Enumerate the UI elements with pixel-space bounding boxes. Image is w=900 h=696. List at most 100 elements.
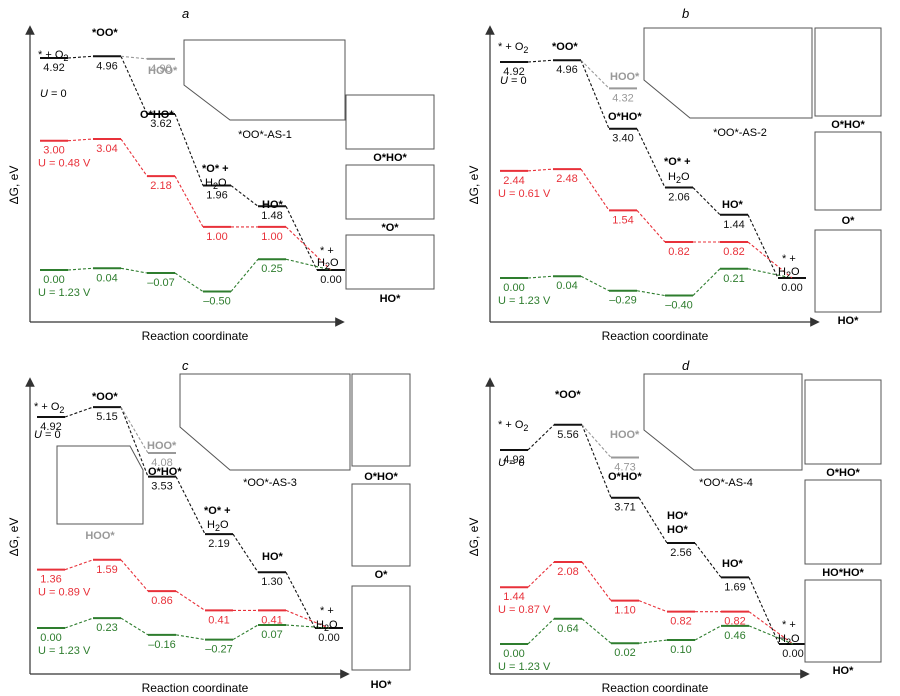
value-label-u2-1: 0.04 (556, 280, 577, 292)
stage-label-oo: *OO* (92, 27, 118, 39)
connector-u1-4 (748, 611, 794, 645)
series-name-u1: U = 0.61 V (498, 188, 551, 200)
connector-u2-3 (694, 625, 722, 641)
stage-label-start: * + O2 (498, 419, 528, 433)
value-label-u2-0: 0.00 (503, 282, 524, 294)
panel-c: c ΔG, eV Reaction coordinate 4.925.153.5… (7, 358, 411, 695)
value-label-u2-0: 0.00 (40, 632, 61, 644)
connector-u1-1 (120, 559, 149, 592)
connector-u0-0 (67, 55, 94, 59)
value-label-u0-1: 5.15 (96, 411, 117, 423)
value-label-u0-5: 0.00 (318, 632, 339, 644)
value-label-u1-2: 1.54 (612, 214, 633, 226)
struct-3-label: HO* (371, 679, 393, 691)
value-label-u2-1: 0.04 (96, 272, 117, 284)
connector-u2-3 (232, 624, 259, 641)
connector-u0-4 (748, 577, 780, 645)
stage-label-hoho-1: HO* (667, 510, 689, 522)
connector-u2-2 (174, 272, 204, 293)
value-label-u1-0: 1.36 (40, 574, 61, 586)
stage-label-oo: *OO* (555, 389, 581, 401)
connector-hoo (120, 55, 148, 60)
stage-label-ohoh: O*HO* (140, 109, 174, 121)
connector-u2-2 (175, 634, 206, 641)
connector-u1-4 (285, 226, 332, 271)
y-axis-label: ΔG, eV (7, 518, 21, 557)
value-label-hoo: 4.90 (150, 63, 171, 75)
connector-u0-3 (694, 542, 722, 578)
connector-u2-3 (230, 258, 259, 292)
series-name-u1: U = 0.87 V (498, 604, 551, 616)
struct-2-label: HO*HO* (822, 567, 864, 579)
stage-label-start: * + O2 (34, 401, 64, 415)
connector-u1-1 (581, 561, 612, 601)
stage-label-o: *O* + (664, 156, 691, 168)
panel-letter: b (682, 6, 689, 21)
value-label-u1-3: 1.00 (206, 231, 227, 243)
value-label-u0-3: 2.19 (208, 538, 229, 550)
value-label-u1-2: 1.10 (614, 605, 635, 617)
value-label-u2-4: 0.25 (261, 263, 282, 275)
value-label-u2-4: 0.46 (724, 630, 745, 642)
value-label-u0-5: 0.00 (781, 282, 802, 294)
connector-u2-0 (527, 618, 555, 645)
value-label-u1-1: 2.48 (556, 173, 577, 185)
value-label-u0-4: 1.44 (723, 219, 744, 231)
struct-1-label: O*HO* (826, 467, 860, 479)
value-label-u1-3: 0.82 (670, 616, 691, 628)
connector-u2-3 (692, 268, 721, 296)
connector-u2-4 (285, 258, 332, 271)
struct-2-label: O* (842, 215, 856, 227)
series-name-u1: U = 0.48 V (38, 158, 91, 170)
structure-main-box: *OO*-AS-2 (643, 27, 813, 139)
connector-u0-1 (581, 424, 612, 498)
connector-u2-4 (747, 268, 793, 279)
y-axis-label: ΔG, eV (467, 166, 481, 205)
stage-label-h2o: H2O (205, 177, 227, 191)
value-label-u2-2: –0.29 (609, 295, 637, 307)
struct-3-label: HO* (380, 293, 402, 305)
structure-caption: *OO*-AS-4 (699, 477, 753, 489)
value-label-u2-3: –0.27 (205, 644, 233, 656)
value-label-u0-4: 1.69 (724, 581, 745, 593)
stage-label-ohoh: O*HO* (608, 111, 642, 123)
u0-label: U = 0 (34, 429, 61, 441)
panel-d: d ΔG, eV Reaction coordinate 4.925.563.7… (467, 358, 882, 695)
stage-label-hoo: HOO* (610, 71, 640, 83)
value-label-hoo: 4.32 (612, 92, 633, 104)
value-label-u0-0: 4.92 (43, 62, 64, 74)
stage-label-ho: HO* (262, 551, 284, 563)
value-label-u2-3: –0.40 (665, 300, 693, 312)
stage-label-end-h2o: H2O (317, 257, 339, 271)
connector-u1-2 (638, 600, 668, 613)
value-label-u2-2: –0.16 (148, 639, 176, 651)
struct-1-label: O*HO* (831, 119, 865, 131)
value-label-u2-3: 0.10 (670, 644, 691, 656)
value-label-u0-1: 4.96 (556, 64, 577, 76)
connector-u0-4 (747, 214, 779, 279)
value-label-u0-4: 1.30 (261, 576, 282, 588)
stage-label-ho: HO* (722, 558, 744, 570)
u0-label: U = 0 (500, 75, 527, 87)
structure-main-box: *OO*-AS-1 (183, 39, 346, 141)
connector-u2-1 (120, 267, 148, 274)
stage-label-end: * + (782, 253, 796, 265)
value-label-u0-3: 2.56 (670, 547, 691, 559)
structure-side-boxes: O*HO* O* HO* (351, 373, 411, 691)
connector-u2-1 (580, 275, 610, 292)
x-axis-label: Reaction coordinate (142, 329, 249, 343)
x-axis-label: Reaction coordinate (602, 681, 709, 695)
value-label-u0-3: 1.96 (206, 190, 227, 202)
structure-main-box: *OO*-AS-4 (643, 373, 803, 489)
u0-label: U = 0 (40, 88, 67, 100)
panel-letter: a (182, 6, 189, 21)
connector-u0-1 (120, 56, 148, 115)
value-label-u0-3: 2.06 (668, 192, 689, 204)
value-label-u0-4: 1.48 (261, 210, 282, 222)
stage-label-hoo: HOO* (148, 65, 178, 77)
value-label-u0-0: 4.92 (503, 454, 524, 466)
value-label-u2-0: 0.00 (43, 274, 64, 286)
connector-u0-0 (527, 424, 555, 451)
stage-label-o: *O* + (204, 505, 231, 517)
struct-1-label: O*HO* (364, 471, 398, 483)
